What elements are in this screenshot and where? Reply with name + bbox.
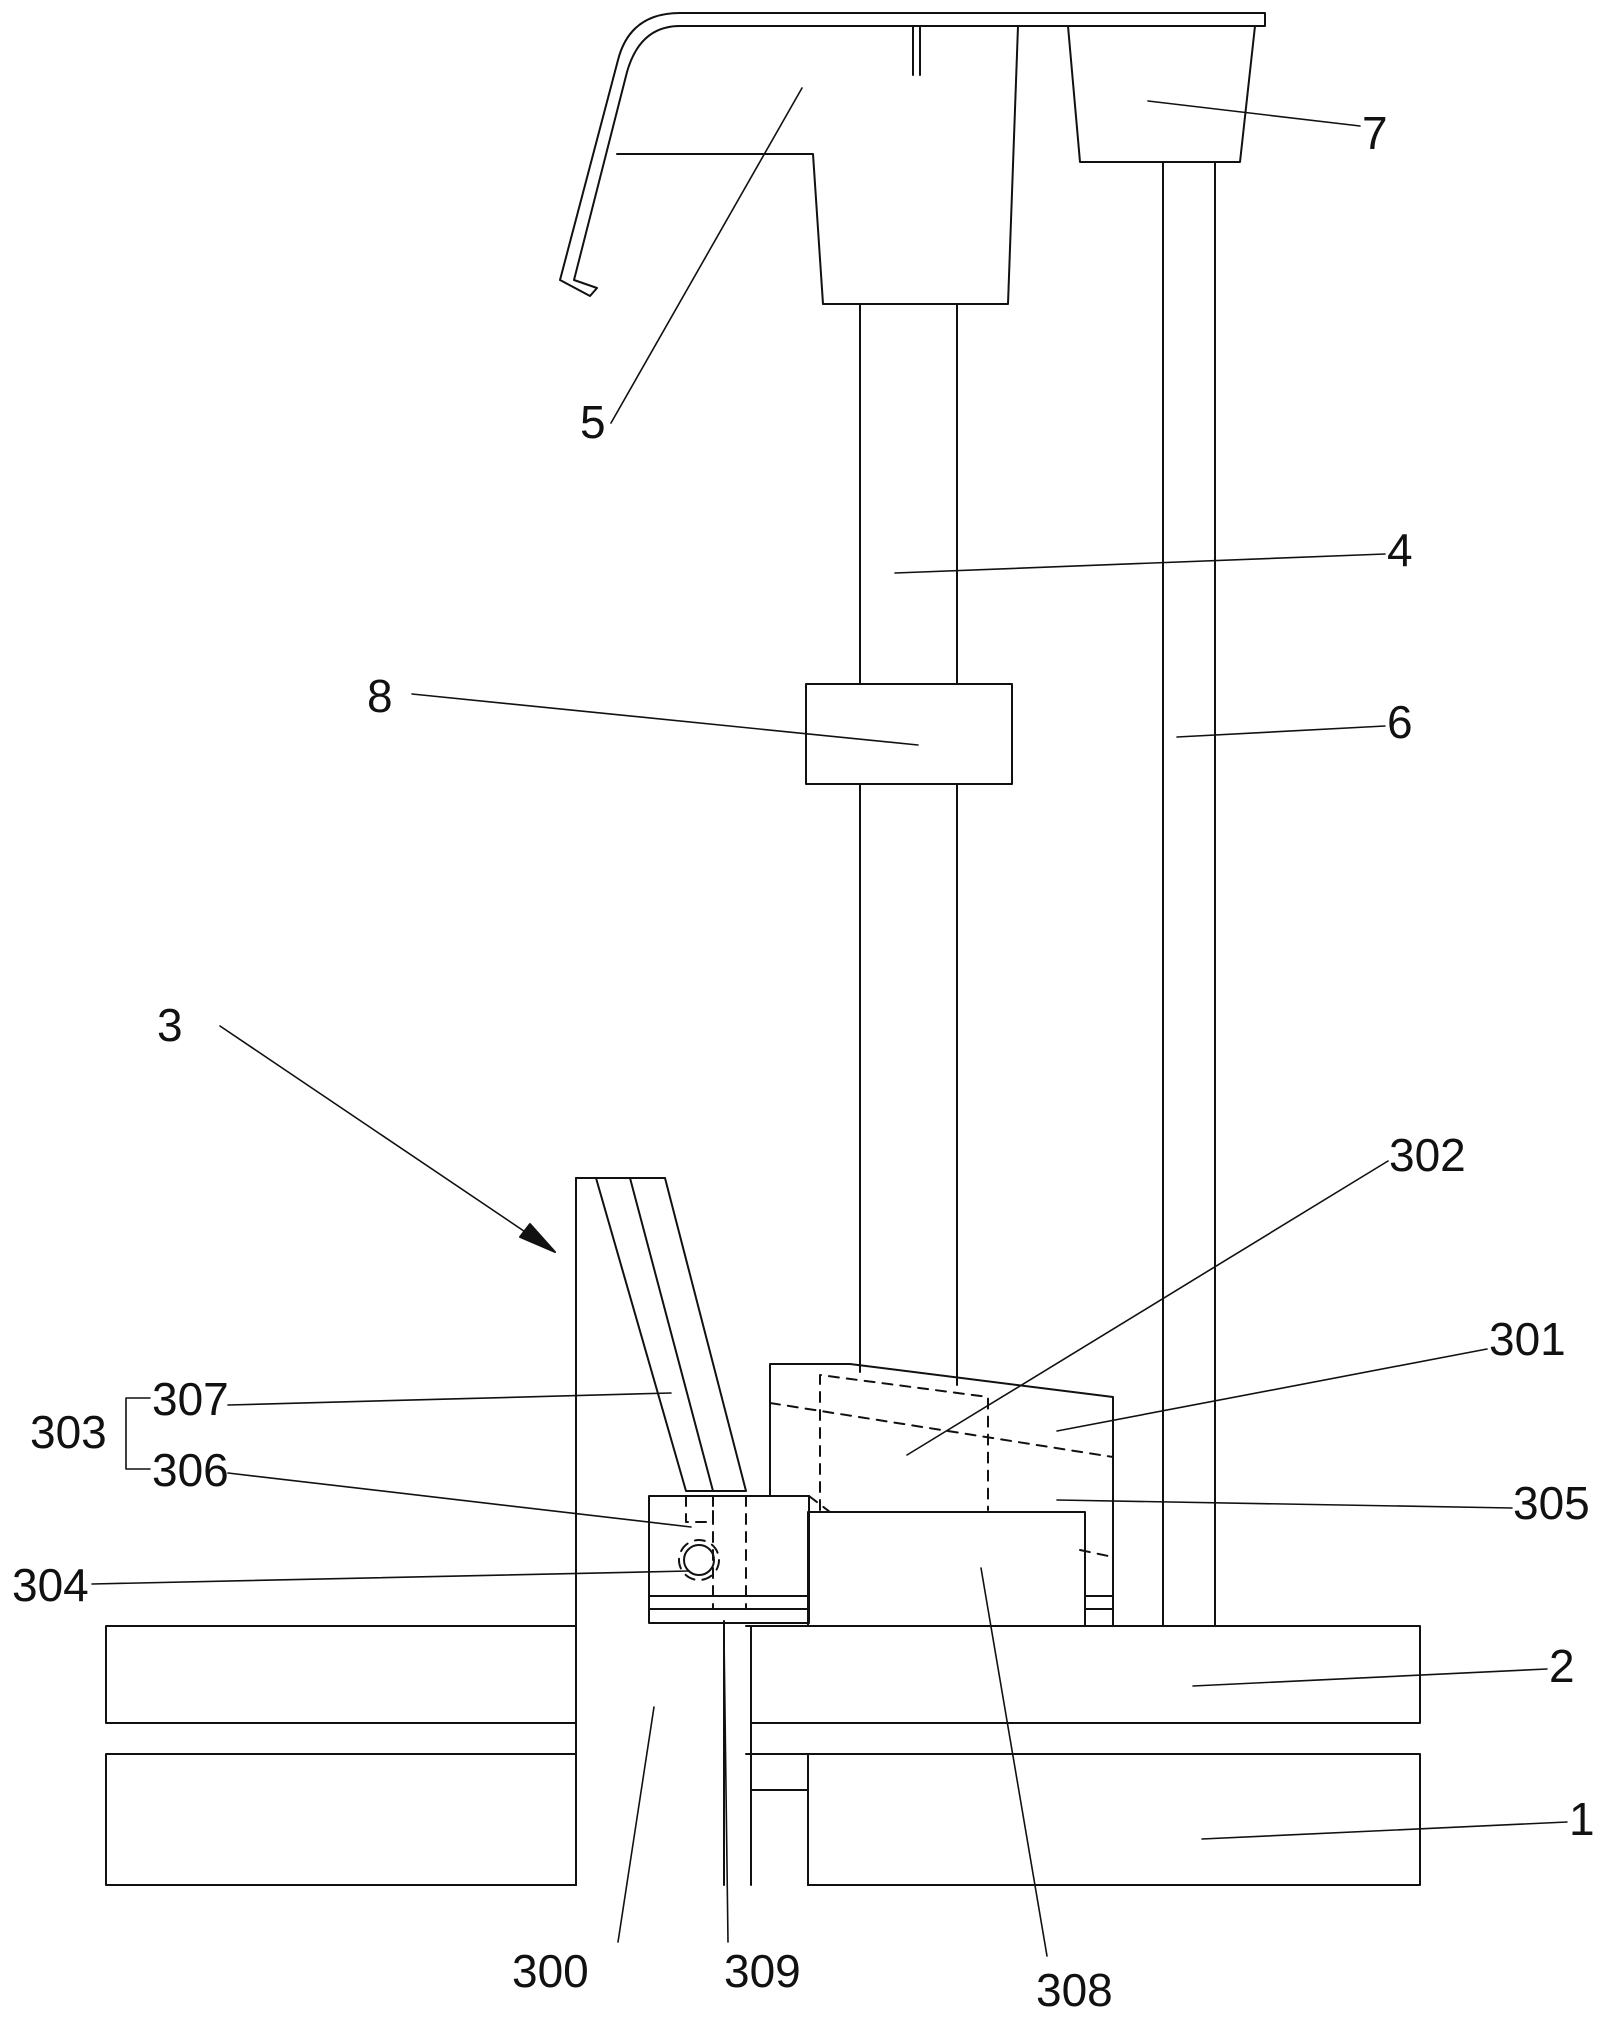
label-303: 303: [30, 1406, 107, 1458]
leader-5: [610, 87, 803, 424]
label-308: 308: [1036, 1964, 1113, 2016]
leader-6: [1176, 725, 1386, 738]
leader-308: [980, 1567, 1048, 1957]
label-3: 3: [157, 999, 183, 1051]
leader-306: [227, 1472, 692, 1528]
reference-labels: 5 7 4 8 6 3 302 301 305 303 307 306 304 …: [12, 107, 1595, 2016]
arrowhead-3: [519, 1223, 556, 1253]
label-304: 304: [12, 1559, 89, 1611]
bracket-303: [125, 1397, 151, 1470]
hinge-block-306: [648, 1495, 810, 1624]
head-5: [559, 12, 1266, 305]
label-8: 8: [367, 670, 393, 722]
label-306: 306: [152, 1444, 229, 1496]
lever-301: [769, 1363, 1114, 1627]
column-6: [1162, 161, 1216, 1627]
label-301: 301: [1489, 1313, 1566, 1365]
leader-301: [1056, 1348, 1488, 1432]
leader-7: [1147, 100, 1361, 127]
head-7: [1067, 25, 1256, 163]
label-5: 5: [580, 396, 606, 448]
pin-304: [683, 1544, 715, 1576]
slide-302: [819, 1374, 989, 1511]
label-7: 7: [1362, 107, 1388, 159]
label-6: 6: [1387, 696, 1413, 748]
leader-307: [227, 1392, 672, 1406]
label-307: 307: [152, 1373, 229, 1425]
sleeve-8: [805, 683, 1013, 785]
leader-309: [723, 1634, 729, 1943]
leader-3: [219, 1025, 556, 1253]
arm-307: [595, 1177, 747, 1492]
leader-300: [617, 1706, 655, 1943]
label-1: 1: [1569, 1793, 1595, 1845]
label-309: 309: [724, 1945, 801, 1997]
leader-2: [1192, 1668, 1548, 1687]
label-305: 305: [1513, 1477, 1590, 1529]
leader-304: [91, 1570, 690, 1585]
leader-1: [1201, 1821, 1568, 1840]
plate-2: [105, 1625, 1421, 1724]
leader-302: [906, 1160, 1389, 1456]
leader-4: [894, 553, 1386, 574]
block-308: [807, 1511, 1114, 1627]
base-plate-1: [105, 1753, 1421, 1886]
label-4: 4: [1387, 524, 1413, 576]
leader-8: [411, 693, 919, 746]
label-302: 302: [1389, 1129, 1466, 1181]
column-4: [859, 303, 958, 1386]
label-2: 2: [1549, 1640, 1575, 1692]
leader-305: [1056, 1499, 1513, 1509]
leader-lines: [91, 87, 1568, 1957]
label-300: 300: [512, 1945, 589, 1997]
